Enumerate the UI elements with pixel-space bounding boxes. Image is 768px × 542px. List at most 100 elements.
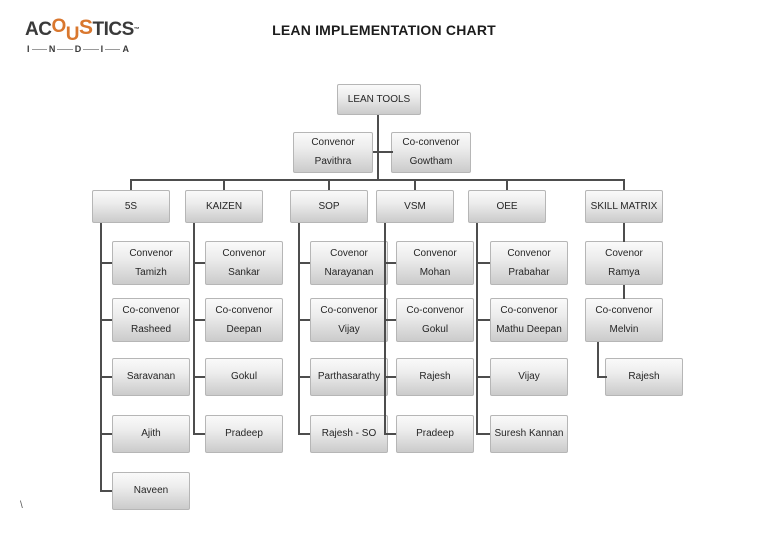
- branch-label: SKILL MATRIX: [590, 200, 658, 212]
- member-stub-gokul: [193, 376, 205, 378]
- member-stub-ajith: [100, 433, 112, 435]
- member-name: Deepan: [226, 323, 262, 335]
- branch-label: VSM: [404, 200, 426, 212]
- member-stub-vijay: [298, 319, 310, 321]
- sm-connector-2: [623, 285, 625, 299]
- root-label: LEAN TOOLS: [347, 93, 411, 105]
- member-suresh-kannan: Suresh Kannan: [490, 415, 568, 453]
- branch-label: OEE: [496, 200, 518, 212]
- leads-connector-stub: [373, 151, 393, 153]
- lead-role: Co-convenor: [402, 137, 460, 148]
- trademark-symbol: ™: [133, 27, 140, 33]
- member-stub-suresh-kannan: [476, 433, 490, 435]
- member-name: Rajesh: [628, 371, 660, 382]
- brand-letter-s: S: [78, 16, 93, 39]
- member-name: Parthasarathy: [317, 371, 381, 382]
- member-name: Gokul: [230, 371, 258, 382]
- member-role: Convenor: [413, 247, 457, 259]
- member-name: Melvin: [609, 323, 639, 335]
- member-stub-pradeep: [193, 433, 205, 435]
- branch-rail-kaizen: [193, 223, 195, 435]
- lead-name: Gowtham: [409, 156, 453, 167]
- member-stub-sankar: [193, 262, 205, 264]
- member-name: Ajith: [141, 428, 161, 439]
- member-pradeep: Pradeep: [396, 415, 474, 453]
- brand-wordmark: ACOUSTICS™: [25, 16, 145, 45]
- member-role: Co-convenor: [122, 304, 180, 316]
- branches-rail: [130, 179, 625, 181]
- branch-rail-5s: [100, 223, 102, 492]
- member-role: Co-convenor: [500, 304, 558, 316]
- member-parthasarathy: Parthasarathy: [310, 358, 388, 396]
- sm-elbow-horizontal: [597, 376, 607, 378]
- member-name: Vijay: [518, 371, 540, 382]
- member-name: Gokul: [421, 323, 449, 335]
- brand-letter-u: U: [65, 24, 80, 45]
- branch-header-kaizen: KAIZEN: [185, 190, 263, 223]
- member-name: Pradeep: [416, 428, 454, 439]
- member-ajith: Ajith: [112, 415, 190, 453]
- member-name: Suresh Kannan: [494, 428, 564, 439]
- member-name: Pradeep: [225, 428, 263, 439]
- member-stub-deepan: [193, 319, 205, 321]
- lead-name: Pavithra: [314, 156, 352, 167]
- member-stub-gokul: [384, 319, 396, 321]
- member-name: Prabahar: [508, 266, 550, 278]
- member-stub-mohan: [384, 262, 396, 264]
- chart-title: LEAN IMPLEMENTATION CHART: [272, 22, 496, 38]
- sm-elbow-vertical: [597, 342, 599, 378]
- member-stub-vijay: [476, 376, 490, 378]
- member-pradeep: Pradeep: [205, 415, 283, 453]
- member-name: Naveen: [133, 485, 169, 496]
- member-role: Convenor: [222, 247, 266, 259]
- branch-header-oee: OEE: [468, 190, 546, 223]
- member-name: Rajesh: [419, 371, 451, 382]
- member-stub-narayanan: [298, 262, 310, 264]
- member-saravanan: Saravanan: [112, 358, 190, 396]
- co-convenor-box: Co-convenor Gowtham: [391, 132, 471, 173]
- member-name: Ramya: [608, 266, 640, 278]
- member-role: Convenor: [507, 247, 551, 259]
- member-role: Convenor: [129, 247, 173, 259]
- member-name: Rasheed: [130, 323, 172, 335]
- branch-header-5s: 5S: [92, 190, 170, 223]
- member-name: Mathu Deepan: [496, 323, 562, 335]
- branch-label: 5S: [124, 200, 138, 212]
- member-name: Narayanan: [324, 266, 374, 278]
- brand-country-letter: I: [25, 44, 32, 54]
- brand-country-letter: N: [46, 44, 58, 54]
- member-rajesh: Rajesh: [605, 358, 683, 396]
- member-stub-naveen: [100, 490, 112, 492]
- branch-tick-2: [328, 179, 330, 191]
- member-role: Covenor: [605, 247, 643, 259]
- member-name: Vijay: [338, 323, 360, 335]
- member-rajesh: Rajesh: [396, 358, 474, 396]
- member-gokul: Gokul: [205, 358, 283, 396]
- member-stub-rajesh: [384, 376, 396, 378]
- branch-tick-3: [414, 179, 416, 191]
- brand-country-letter: A: [120, 44, 131, 54]
- branch-rail-oee: [476, 223, 478, 435]
- member-stub-rajesh-so: [298, 433, 310, 435]
- member-stub-saravanan: [100, 376, 112, 378]
- root-connector-vertical: [377, 115, 379, 181]
- member-stub-tamizh: [100, 262, 112, 264]
- brand-letters-ac: AC: [25, 19, 52, 40]
- member-name: Saravanan: [126, 371, 176, 382]
- member-role: Co-convenor: [595, 304, 653, 316]
- brand-country-letter: D: [72, 44, 84, 54]
- member-role: Co-convenor: [406, 304, 464, 316]
- member-stub-mathu-deepan: [476, 319, 490, 321]
